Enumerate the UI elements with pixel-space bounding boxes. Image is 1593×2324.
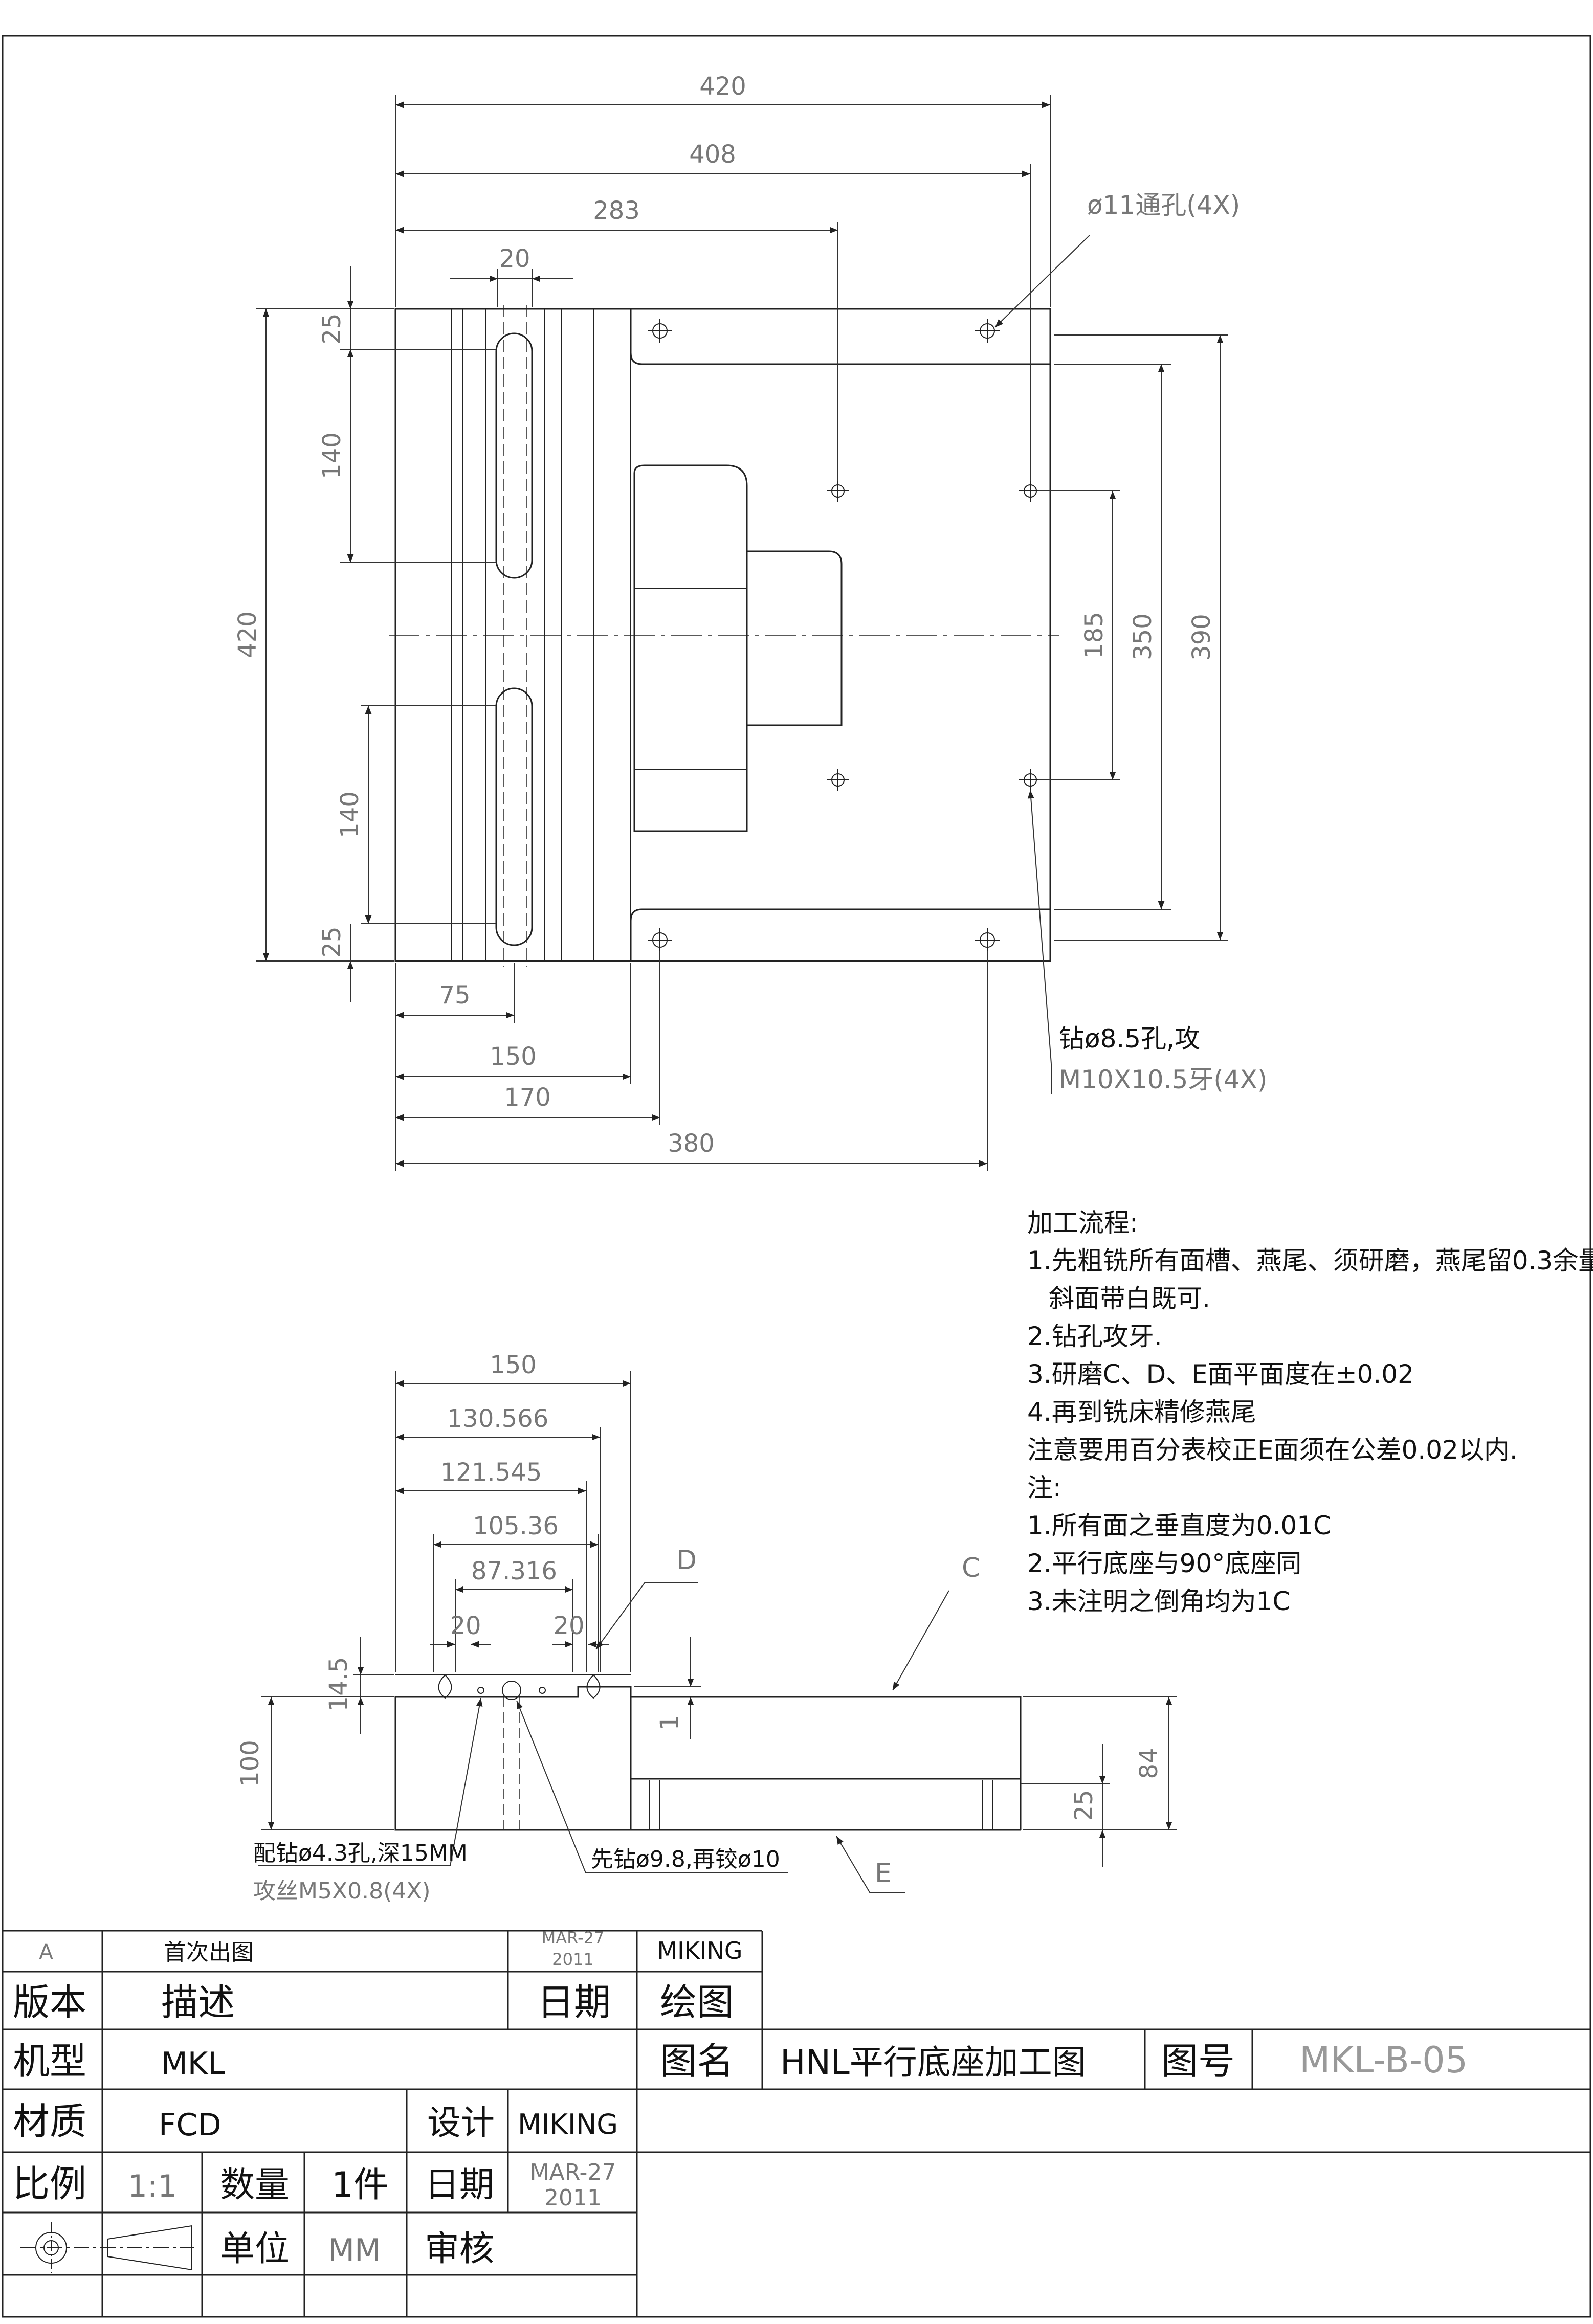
- header-desc: 描述: [161, 1981, 235, 2024]
- svg-text:25: 25: [318, 313, 346, 344]
- surface-label-d: D: [676, 1545, 697, 1576]
- svg-text:75: 75: [439, 981, 470, 1010]
- rev-letter: A: [39, 1940, 53, 1964]
- hole-group: [648, 319, 1042, 952]
- svg-text:20: 20: [450, 1612, 481, 1640]
- svg-text:185: 185: [1080, 612, 1109, 659]
- svg-text:121.545: 121.545: [440, 1458, 542, 1487]
- drawing-name: HNL平行底座加工图: [780, 2043, 1086, 2082]
- svg-text:14.5: 14.5: [324, 1657, 353, 1712]
- tap-callout-line2: M10X10.5牙(4X): [1059, 1065, 1267, 1094]
- date2-year: 2011: [544, 2185, 602, 2211]
- drawing-border: [2, 35, 1591, 2318]
- title-block: [3, 1930, 1590, 2317]
- surface-label-e: E: [875, 1858, 892, 1889]
- label-scale: 比例: [13, 2162, 86, 2205]
- note-line: 2.钻孔攻牙.: [1027, 1322, 1162, 1351]
- rev-desc: 首次出图: [164, 1939, 254, 1965]
- label-model: 机型: [13, 2040, 86, 2083]
- top-view-outline: [394, 308, 1051, 962]
- material-value: FCD: [159, 2107, 222, 2143]
- svg-text:84: 84: [1135, 1748, 1163, 1779]
- label-drawing-number: 图号: [1161, 2040, 1235, 2083]
- svg-text:20: 20: [499, 244, 530, 273]
- scale-value: 1:1: [128, 2169, 178, 2204]
- side-view-dim-text: 150 130.566 121.545 105.36 87.316 20 20 …: [236, 1351, 1163, 1821]
- svg-text:87.316: 87.316: [471, 1557, 557, 1585]
- side-view-dimensions: [258, 1371, 1177, 1893]
- qty-value: 1件: [331, 2165, 388, 2205]
- svg-text:380: 380: [668, 1129, 715, 1158]
- top-view-dim-text: 420 408 283 20 75 150 170 380 25 140 420…: [233, 72, 1216, 1158]
- note-line: 注意要用百分表校正E面须在公差0.02以内.: [1027, 1435, 1518, 1465]
- svg-text:100: 100: [236, 1740, 264, 1787]
- label-material: 材质: [13, 2100, 86, 2143]
- central-pocket: [633, 464, 748, 832]
- projection-symbol-icon: [20, 2222, 194, 2273]
- unit-value: MM: [328, 2232, 381, 2268]
- label-qty: 数量: [220, 2165, 290, 2205]
- rev-date: MAR-27: [542, 1928, 605, 1948]
- svg-text:420: 420: [233, 611, 262, 658]
- date2-month: MAR-27: [530, 2159, 616, 2185]
- note-line: 4.再到铣床精修燕尾: [1027, 1397, 1256, 1427]
- drill-callout-line2: 攻丝M5X0.8(4X): [253, 1878, 431, 1904]
- slot-upper: [495, 332, 533, 579]
- drill-callout-line1: 配钻ø4.3孔,深15MM: [253, 1840, 468, 1866]
- model-value: MKL: [161, 2046, 225, 2082]
- svg-text:25: 25: [1070, 1790, 1098, 1821]
- svg-text:170: 170: [504, 1083, 551, 1112]
- note-line: 2.平行底座与90°底座同: [1027, 1549, 1301, 1578]
- svg-text:130.566: 130.566: [447, 1404, 549, 1433]
- label-drawing-name: 图名: [660, 2040, 734, 2083]
- svg-text:283: 283: [593, 196, 640, 225]
- drawing-number: MKL-B-05: [1299, 2039, 1468, 2081]
- ream-callout: 先钻ø9.8,再铰ø10: [591, 1846, 780, 1872]
- svg-text:408: 408: [689, 140, 736, 169]
- svg-text:420: 420: [699, 72, 746, 101]
- label-check: 审核: [425, 2229, 494, 2269]
- svg-text:140: 140: [336, 791, 364, 838]
- header-date: 日期: [537, 1981, 611, 2024]
- rev-drawn: MIKING: [657, 1937, 742, 1964]
- through-hole-callout: ø11通孔(4X): [1087, 190, 1240, 220]
- svg-text:390: 390: [1187, 614, 1216, 661]
- svg-text:1: 1: [655, 1715, 684, 1731]
- notes-title: 加工流程:: [1027, 1208, 1138, 1238]
- note-line: 3.研磨C、D、E面平面度在±0.02: [1027, 1359, 1414, 1389]
- svg-text:150: 150: [490, 1351, 537, 1379]
- svg-text:140: 140: [318, 432, 346, 479]
- svg-text:350: 350: [1129, 613, 1157, 660]
- svg-text:20: 20: [553, 1612, 584, 1640]
- header-version: 版本: [13, 1981, 86, 2024]
- note-line: 注:: [1027, 1473, 1061, 1503]
- note-line: 斜面带白既可.: [1049, 1284, 1210, 1313]
- label-design: 设计: [427, 2103, 495, 2142]
- svg-text:105.36: 105.36: [473, 1512, 559, 1540]
- rev-date-year: 2011: [552, 1950, 593, 1969]
- side-view: [394, 1674, 1022, 1831]
- note-line: 1.所有面之垂直度为0.01C: [1027, 1511, 1331, 1540]
- note-line: 1.先粗铣所有面槽、燕尾、须研磨，燕尾留0.3余量: [1027, 1246, 1593, 1276]
- tap-callout-line1: 钻ø8.5孔,攻: [1059, 1024, 1200, 1054]
- svg-text:25: 25: [318, 926, 346, 957]
- title-block-text: A 首次出图 MAR-27 2011 MIKING 版本 描述 日期 绘图 机型…: [13, 1928, 1468, 2269]
- label-unit: 单位: [220, 2229, 290, 2269]
- surface-label-c: C: [962, 1553, 980, 1583]
- designer: MIKING: [518, 2108, 618, 2140]
- top-view: [389, 305, 1059, 967]
- svg-text:150: 150: [490, 1042, 537, 1071]
- process-notes: 加工流程: 1.先粗铣所有面槽、燕尾、须研磨，燕尾留0.3余量 斜面带白既可. …: [1027, 1208, 1593, 1616]
- label-date2: 日期: [425, 2165, 494, 2205]
- side-view-outline: [394, 1686, 1022, 1831]
- header-drawn: 绘图: [660, 1981, 734, 2024]
- note-line: 3.未注明之倒角均为1C: [1027, 1586, 1290, 1616]
- top-view-dimensions: [256, 95, 1228, 1171]
- slot-lower: [495, 687, 533, 946]
